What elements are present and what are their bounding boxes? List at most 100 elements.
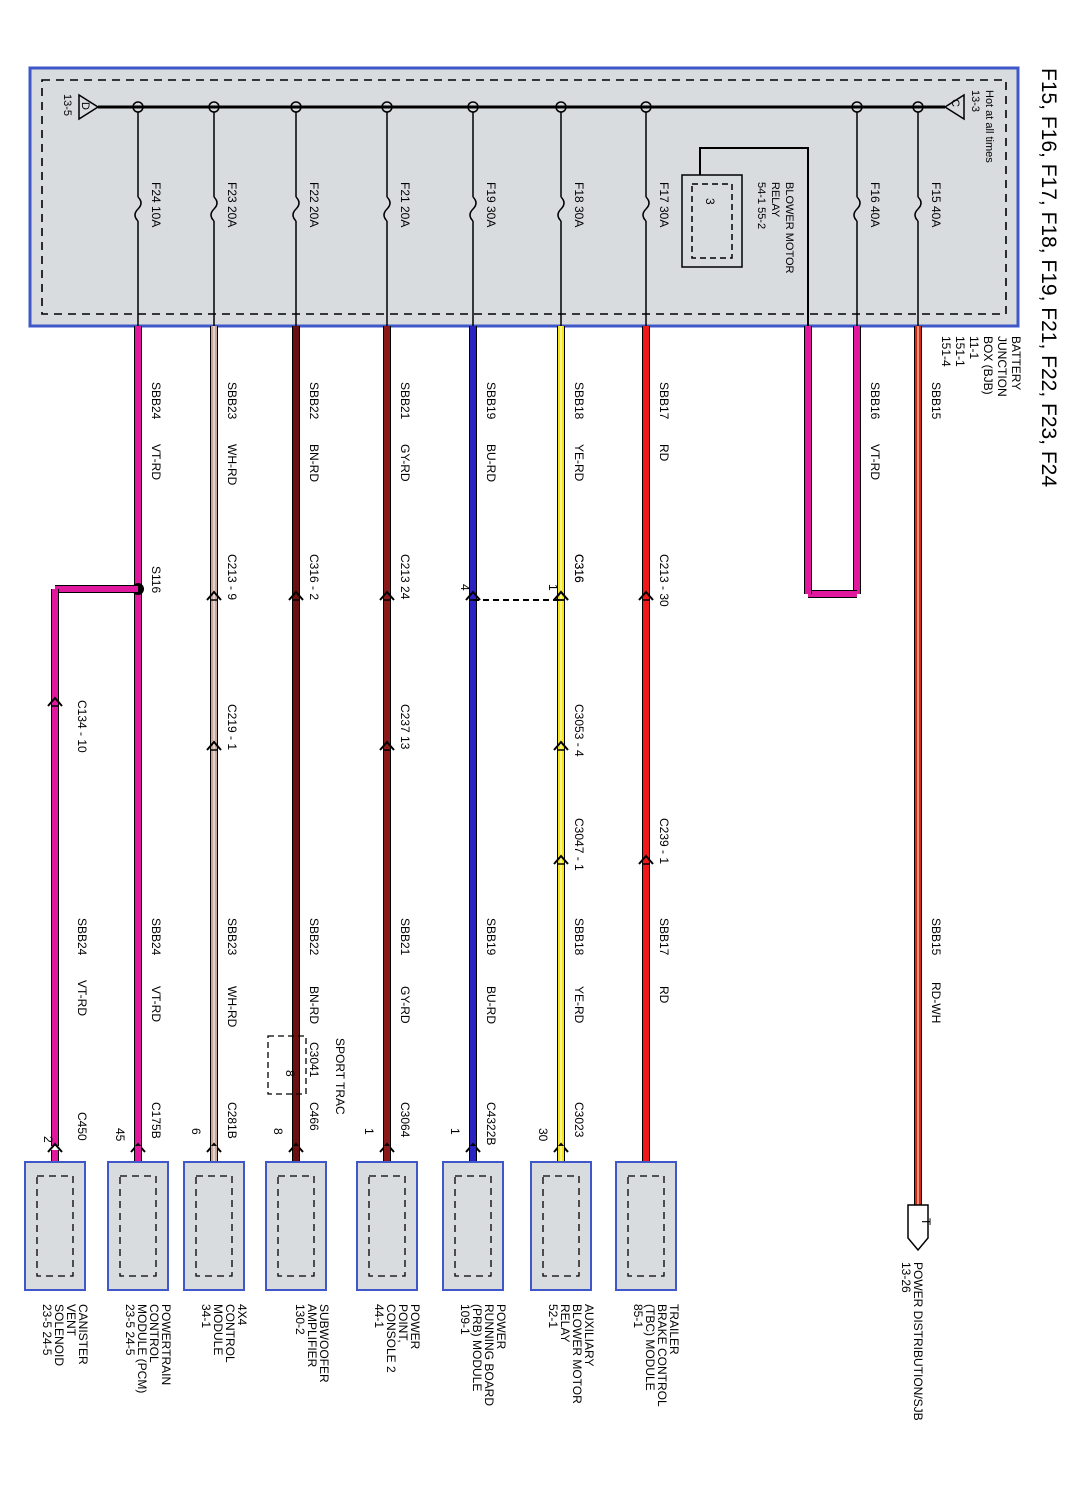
f23-dest-label-2: CONTROL: [223, 1304, 237, 1363]
f21-conn-label-2: C237 13: [398, 704, 412, 750]
c450-pin: 2: [41, 1136, 55, 1143]
f24-dest-label-1-group: POWERTRAIN: [159, 1304, 173, 1385]
f19-c316-pin-group: 4: [458, 584, 472, 591]
f17-dest-label-4-group: 85-1: [631, 1304, 645, 1328]
sport-trac-box: [267, 1035, 307, 1095]
f17-dest-label-3-group: (TBC) MODULE: [643, 1304, 657, 1391]
canister-vent-label-3: SOLENOID: [52, 1304, 66, 1366]
ref-c-label: C: [949, 99, 961, 107]
f17-dest-label-1: TRAILER: [667, 1304, 681, 1355]
f24-dest-label-2: CONTROL: [147, 1304, 161, 1363]
bjb-inner-dashed: [41, 79, 1007, 315]
f21-color: GY-RD: [398, 444, 412, 482]
f22-dest-label-3: 130-2: [293, 1304, 307, 1335]
f19-dest-label-4-group: 109-1: [458, 1304, 472, 1335]
f22-color-2: BN-RD: [307, 986, 321, 1024]
ref-d-page: 13-5: [61, 94, 73, 116]
f19-dest-conn-label: C4322B: [484, 1102, 498, 1145]
f23-dest-label-3: MODULE: [211, 1304, 225, 1355]
f24-dest-label-3-group: MODULE (PCM): [135, 1304, 149, 1393]
f23-label-group: F23 20A: [225, 182, 239, 227]
f21-dest-conn-label-group: C3064: [398, 1102, 412, 1138]
bjb-name: BATTERY JUNCTION BOX (BJB) 11-1 151-1 15…: [939, 336, 1023, 397]
f21-color-2-group: GY-RD: [398, 986, 412, 1024]
f19-dest-pin: 1: [448, 1128, 462, 1135]
f21-dest-label-2: POINT,: [396, 1304, 410, 1343]
f21-color-2: GY-RD: [398, 986, 412, 1024]
f17-dest-box-inner: [627, 1175, 665, 1277]
sport-trac-label: SPORT TRAC: [333, 1038, 347, 1115]
f17-dest-label-1-group: TRAILER: [667, 1304, 681, 1355]
f21-color-group: GY-RD: [398, 444, 412, 482]
bjb-name-3: BOX (BJB): [981, 336, 995, 395]
f22-label-group: F22 20A: [307, 182, 321, 227]
relay-pin: 3: [703, 198, 717, 205]
f18-conn-3-arrow: [553, 854, 569, 865]
f23-dest-label-1: 4X4: [235, 1304, 249, 1326]
f18-fuse-symbol: [557, 196, 565, 222]
f22-fuse-symbol: [292, 196, 300, 222]
f23-dest-box-inner: [195, 1175, 233, 1277]
f19-label-group: F19 30A: [484, 182, 498, 227]
f18-dest-label-1-group: AUXILIARY: [582, 1304, 596, 1366]
f21-dest-conn-label: C3064: [398, 1102, 412, 1138]
f18-dest-label-2-group: BLOWER MOTOR: [570, 1304, 584, 1404]
f21-label: F21 20A: [398, 182, 412, 227]
f19-dest-label-1-group: POWER: [494, 1304, 508, 1350]
f19-dest-label-2: RUNNING BOARD: [482, 1304, 496, 1406]
f22-dest-label-3-group: 130-2: [293, 1304, 307, 1335]
f21-dest-label-2-group: POINT,: [396, 1304, 410, 1343]
f18-c316-pin-group: 1: [546, 584, 560, 591]
f22-dest-label-1-group: SUBWOOFER: [317, 1304, 331, 1383]
f17-conn-label-2: C239 - 1: [657, 818, 671, 864]
f23-color: WH-RD: [225, 444, 239, 486]
f17-label: F17 30A: [657, 182, 671, 227]
f21-conn-label-2-group: C237 13: [398, 704, 412, 750]
f22-color-2-group: BN-RD: [307, 986, 321, 1024]
f16-color-group: VT-RD: [868, 444, 882, 480]
f21-dest-box-inner: [368, 1175, 406, 1277]
f18-conn-label-3: C3047 - 1: [572, 818, 586, 871]
f17-wire-id: SBB17: [657, 382, 671, 420]
f21-wire-id-2: SBB21: [398, 918, 412, 956]
f21-wire-id-2-group: SBB21: [398, 918, 412, 956]
f23-conn-label-2: C219 - 1: [225, 704, 239, 750]
f22-dest-conn-arrow: [288, 1142, 304, 1153]
f19-c316-pin: 4: [458, 584, 472, 591]
f23-dest-pin-group: 6: [189, 1128, 203, 1135]
f21-dest-label-1: POWER: [408, 1304, 422, 1350]
f24-dest-box: [107, 1161, 169, 1291]
power-dist-letter-group: T: [919, 1218, 933, 1226]
power-dist-label-2-group: 13-26: [899, 1262, 913, 1293]
f23-wire-id-2-group: SBB23: [225, 918, 239, 956]
f18-conn-2-arrow: [553, 740, 569, 751]
f23-label: F23 20A: [225, 182, 239, 227]
f17-color-2-group: RD: [657, 986, 671, 1004]
f23-dest-label-3-group: MODULE: [211, 1304, 225, 1355]
f21-label-group: F21 20A: [398, 182, 412, 227]
f18-dest-label-2: BLOWER MOTOR: [570, 1304, 584, 1404]
c3041-pin: 8: [283, 1070, 297, 1077]
f15-wire-id-group: SBB15: [929, 382, 943, 420]
f19-dest-conn-arrow: [465, 1142, 481, 1153]
f23-dest-label-4: 34-1: [199, 1304, 213, 1328]
c450-arrow: [47, 1142, 63, 1153]
bjb-name-4: 11-1: [967, 336, 981, 359]
f19-dest-label-1: POWER: [494, 1304, 508, 1350]
f23-dest-conn-label-group: C281B: [225, 1102, 239, 1139]
f22-dest-label-1: SUBWOOFER: [317, 1304, 331, 1383]
f18-conn-label-2: C3053 - 4: [572, 704, 586, 757]
f19-dest-label-2-group: RUNNING BOARD: [482, 1304, 496, 1406]
f23-dest-pin: 6: [189, 1128, 203, 1135]
f23-wire-id-2: SBB23: [225, 918, 239, 956]
relay-inner: [691, 183, 733, 259]
f17-dest-label-2-group: BRAKE CONTROL: [655, 1304, 669, 1407]
f21-dest-pin: 1: [362, 1128, 376, 1135]
f15-fuse-symbol: [914, 196, 922, 222]
f24b-wire-id-group: SBB24: [75, 918, 89, 956]
f17-conn-2-arrow: [638, 854, 654, 865]
f22-dest-pin: 8: [271, 1128, 285, 1135]
f21-dest-label-1-group: POWER: [408, 1304, 422, 1350]
power-dist-label-1: POWER DISTRIBUTION/SJB: [911, 1262, 925, 1421]
f22-dest-conn-label-group: C466: [307, 1102, 321, 1131]
